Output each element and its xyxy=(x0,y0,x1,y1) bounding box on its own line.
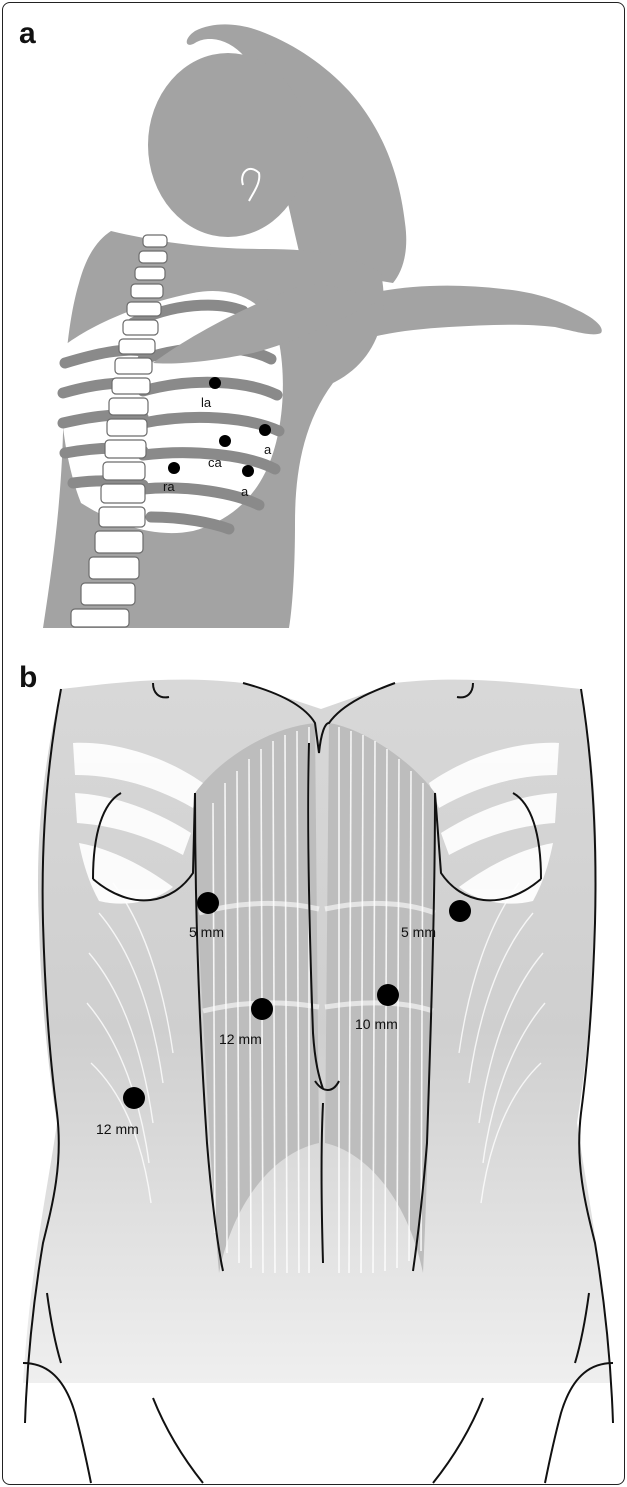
panel-b: b xyxy=(19,661,613,1483)
port-label-12mm-center: 12 mm xyxy=(219,1031,262,1047)
port-dot-12mm-center xyxy=(251,998,273,1020)
port-dot-5mm-right xyxy=(449,900,471,922)
port-label-12mm-left: 12 mm xyxy=(96,1121,139,1137)
figure-canvas: a xyxy=(3,3,624,1484)
panel-b-letter: b xyxy=(19,661,37,694)
port-dot-ra xyxy=(168,462,180,474)
port-dot-a-upper xyxy=(259,424,271,436)
port-label-ca: ca xyxy=(208,455,223,470)
port-dot-ca xyxy=(219,435,231,447)
port-label-ra: ra xyxy=(163,479,175,494)
port-label-10mm: 10 mm xyxy=(355,1016,398,1032)
port-label-5mm-left: 5 mm xyxy=(189,924,224,940)
port-label-la: la xyxy=(201,395,212,410)
port-dot-12mm-left xyxy=(123,1087,145,1109)
port-label-a-upper: a xyxy=(264,442,272,457)
panel-a-letter: a xyxy=(19,17,36,50)
port-dot-5mm-left xyxy=(197,892,219,914)
port-dot-la xyxy=(209,377,221,389)
panel-a: a xyxy=(19,17,602,628)
port-dot-a-lower xyxy=(242,465,254,477)
port-label-a-lower: a xyxy=(241,484,249,499)
port-label-5mm-right: 5 mm xyxy=(401,924,436,940)
port-dot-10mm xyxy=(377,984,399,1006)
